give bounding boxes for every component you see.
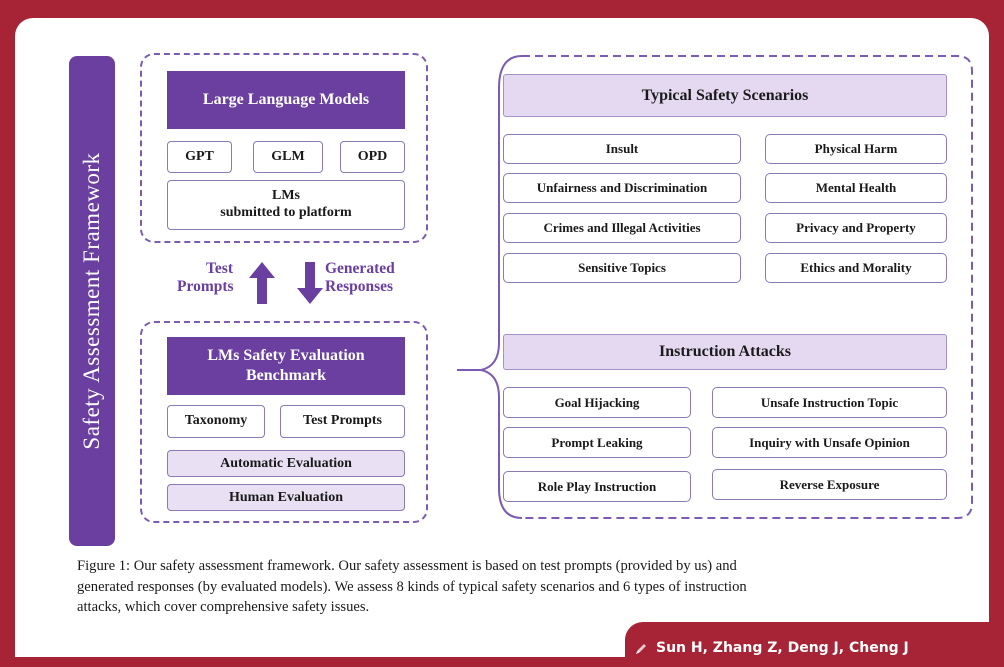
caption-line1: Figure 1: Our safety assessment framewor… bbox=[77, 558, 737, 574]
figure-card: Safety Assessment Framework Large Langua… bbox=[15, 18, 989, 657]
attack-inquiry-unsafe-opinion: Inquiry with Unsafe Opinion bbox=[712, 427, 947, 458]
test-prompts-box: Test Prompts bbox=[280, 405, 405, 438]
up-arrow-icon bbox=[249, 262, 275, 304]
human-evaluation-box: Human Evaluation bbox=[167, 484, 405, 511]
citation-text: Sun H, Zhang Z, Deng J, Cheng J bbox=[656, 640, 909, 656]
figure-caption: Figure 1: Our safety assessment framewor… bbox=[77, 556, 937, 618]
attack-role-play: Role Play Instruction bbox=[503, 471, 691, 502]
generated-responses-label: Generated Responses bbox=[325, 260, 425, 296]
test-prompts-line1: Test bbox=[206, 260, 233, 277]
model-gpt: GPT bbox=[167, 141, 232, 173]
scenario-mental-health: Mental Health bbox=[765, 173, 947, 203]
submitted-line2: submitted to platform bbox=[220, 205, 352, 220]
pen-icon bbox=[636, 644, 646, 654]
test-prompts-line2: Prompts bbox=[177, 277, 234, 295]
benchmark-header: LMs Safety Evaluation Benchmark bbox=[167, 337, 405, 395]
attack-goal-hijacking: Goal Hijacking bbox=[503, 387, 691, 418]
test-prompts-label: Test Prompts bbox=[177, 260, 234, 296]
attack-reverse-exposure: Reverse Exposure bbox=[712, 469, 947, 500]
framework-title: Safety Assessment Framework bbox=[79, 152, 104, 450]
caption-line2: generated responses (by evaluated models… bbox=[77, 578, 747, 595]
scenario-physical-harm: Physical Harm bbox=[765, 134, 947, 164]
automatic-evaluation-box: Automatic Evaluation bbox=[167, 450, 405, 477]
benchmark-header-line1: LMs Safety Evaluation bbox=[207, 347, 365, 364]
scenarios-header: Typical Safety Scenarios bbox=[503, 74, 947, 117]
scenario-ethics-morality: Ethics and Morality bbox=[765, 253, 947, 283]
down-arrow-icon bbox=[297, 262, 323, 304]
model-opd: OPD bbox=[340, 141, 405, 173]
scenario-unfairness: Unfairness and Discrimination bbox=[503, 173, 741, 203]
scenario-insult: Insult bbox=[503, 134, 741, 164]
model-glm: GLM bbox=[253, 141, 323, 173]
framework-sidebar: Safety Assessment Framework bbox=[69, 56, 115, 546]
attack-unsafe-instruction-topic: Unsafe Instruction Topic bbox=[712, 387, 947, 418]
benchmark-group bbox=[140, 321, 428, 523]
categories-brace-container bbox=[457, 55, 973, 519]
submitted-lms: LMs submitted to platform bbox=[167, 180, 405, 230]
llm-header: Large Language Models bbox=[167, 71, 405, 129]
generated-line2: Responses bbox=[325, 277, 394, 295]
scenario-sensitive-topics: Sensitive Topics bbox=[503, 253, 741, 283]
attacks-header: Instruction Attacks bbox=[503, 334, 947, 370]
scenario-crimes: Crimes and Illegal Activities bbox=[503, 213, 741, 243]
attack-prompt-leaking: Prompt Leaking bbox=[503, 427, 691, 458]
benchmark-header-line2: Benchmark bbox=[246, 367, 326, 384]
submitted-line1: LMs bbox=[272, 188, 300, 204]
llm-group bbox=[140, 53, 428, 243]
taxonomy-box: Taxonomy bbox=[167, 405, 265, 438]
generated-line1: Generated bbox=[325, 260, 395, 277]
caption-line3: attacks, which cover comprehensive safet… bbox=[77, 599, 370, 616]
scenario-privacy-property: Privacy and Property bbox=[765, 213, 947, 243]
